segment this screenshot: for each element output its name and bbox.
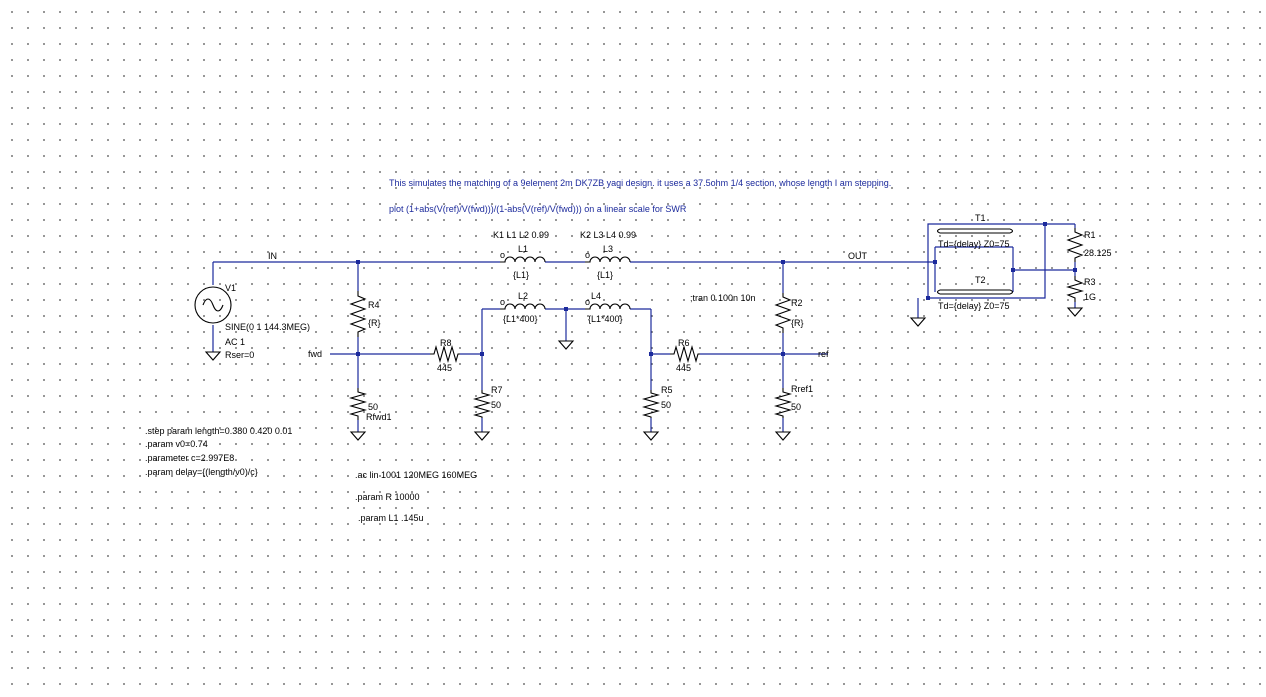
resistor-r5[interactable]: R5 50 [641,385,673,418]
net-label-ref[interactable]: ref [818,349,829,359]
ground-icon [204,351,222,361]
net-label-fwd[interactable]: fwd [308,349,322,359]
t2-value: Td={delay} Z0=75 [938,301,1010,311]
ground-symbols [204,307,1084,441]
net-label-out[interactable]: OUT [848,251,868,261]
r7-value: 50 [491,400,501,410]
svg-text:o: o [585,250,590,260]
directive-param-r[interactable]: .param R 10000 [355,492,420,502]
inductor-l4[interactable]: o L4 {L1*400} [585,291,631,324]
comment-description[interactable]: This simulates the matching of a 9elemen… [389,178,891,188]
junction-nodes [356,222,1077,356]
l1-value: {L1} [513,270,529,280]
r8-value: 445 [437,363,452,373]
directive-delay[interactable]: .param delay={(length/v0)/c} [145,467,258,477]
r6-name: R6 [678,338,690,348]
resistor-r4[interactable]: R4 {R} [349,291,381,337]
directive-v0[interactable]: .param v0=0.74 [145,439,208,449]
resistor-r3[interactable]: R3 1G [1065,276,1096,302]
v1-ac: AC 1 [225,337,245,347]
coupling-k1[interactable]: K1 L1 L2 0.99 [493,230,549,240]
resistor-rref1[interactable]: Rref1 50 [773,384,813,418]
v1-value: SINE(0 1 144.3MEG) [225,322,310,332]
sine-source-icon [194,286,232,324]
l1-name: L1 [518,244,528,254]
r2-value: {R} [791,318,804,328]
r4-value: {R} [368,318,381,328]
ground-icon [774,431,792,441]
comment-swr-plot[interactable]: plot (1+abs(V(ref)/V(fwd)))/(1-abs(V(ref… [389,204,687,214]
l3-name: L3 [603,244,613,254]
directive-ac[interactable]: .ac lin 1001 120MEG 160MEG [355,470,477,480]
r3-name: R3 [1084,277,1096,287]
inductor-l1[interactable]: o L1 {L1} [500,244,546,280]
rref1-value: 50 [791,402,801,412]
coupling-k2[interactable]: K2 L3 L4 0.99 [580,230,636,240]
t2-name: T2 [975,275,986,285]
r5-value: 50 [661,400,671,410]
l4-value: {L1*400} [588,314,623,324]
rref1-name: Rref1 [791,384,813,394]
net-label-in[interactable]: IN [268,251,277,261]
svg-text:o: o [500,297,505,307]
inductor-l2[interactable]: o L2 {L1*400} [500,291,546,324]
tline-t1[interactable]: T1 Td={delay} Z0=75 [936,213,1014,249]
ground-icon [349,431,367,441]
directive-param-l1[interactable]: .param L1 .145u [358,513,424,523]
resistor-r2[interactable]: R2 {R} [774,293,804,333]
ground-icon [909,317,927,327]
wires [212,223,1076,432]
resistor-r8[interactable]: R8 445 [430,338,460,373]
r2-name: R2 [791,298,803,308]
t1-value: Td={delay} Z0=75 [938,239,1010,249]
resistor-r1[interactable]: R1 28.125 [1066,228,1112,262]
l2-name: L2 [518,291,528,301]
r4-name: R4 [368,300,380,310]
rfwd1-value: 50 [368,402,378,412]
l2-value: {L1*400} [503,314,538,324]
rfwd1-name: Rfwd1 [366,412,392,422]
resistor-r7[interactable]: R7 50 [472,385,503,418]
ground-icon [473,431,491,441]
r1-value: 28.125 [1084,248,1112,258]
directive-c[interactable]: .parameter c=2.997E8 [145,453,234,463]
svg-text:o: o [500,250,505,260]
ground-icon [1066,307,1084,317]
l3-value: {L1} [597,270,613,280]
r8-name: R8 [440,338,452,348]
ground-icon [557,340,575,350]
inductor-l3[interactable]: o L3 {L1} [585,244,631,280]
v1-name: V1 [225,283,236,293]
v1-rser: Rser=0 [225,350,254,360]
r7-name: R7 [491,385,503,395]
r5-name: R5 [661,385,673,395]
voltage-source-v1[interactable]: V1 SINE(0 1 144.3MEG) AC 1 Rser=0 [194,283,310,360]
l4-name: L4 [591,291,601,301]
resistor-r6[interactable]: R6 445 [670,338,700,373]
r6-value: 445 [676,363,691,373]
svg-text:o: o [585,297,590,307]
resistor-rfwd1[interactable]: 50 Rfwd1 [348,388,392,422]
r1-name: R1 [1084,230,1096,240]
ground-icon [642,431,660,441]
r3-value: 1G [1084,292,1096,302]
directive-tran[interactable]: ;tran 0 100n 10n [690,293,756,303]
tline-t2[interactable]: T2 Td={delay} Z0=75 [936,275,1014,311]
directive-step[interactable]: .step param length=0.380 0.420 0.01 [145,426,292,436]
t1-name: T1 [975,213,986,223]
